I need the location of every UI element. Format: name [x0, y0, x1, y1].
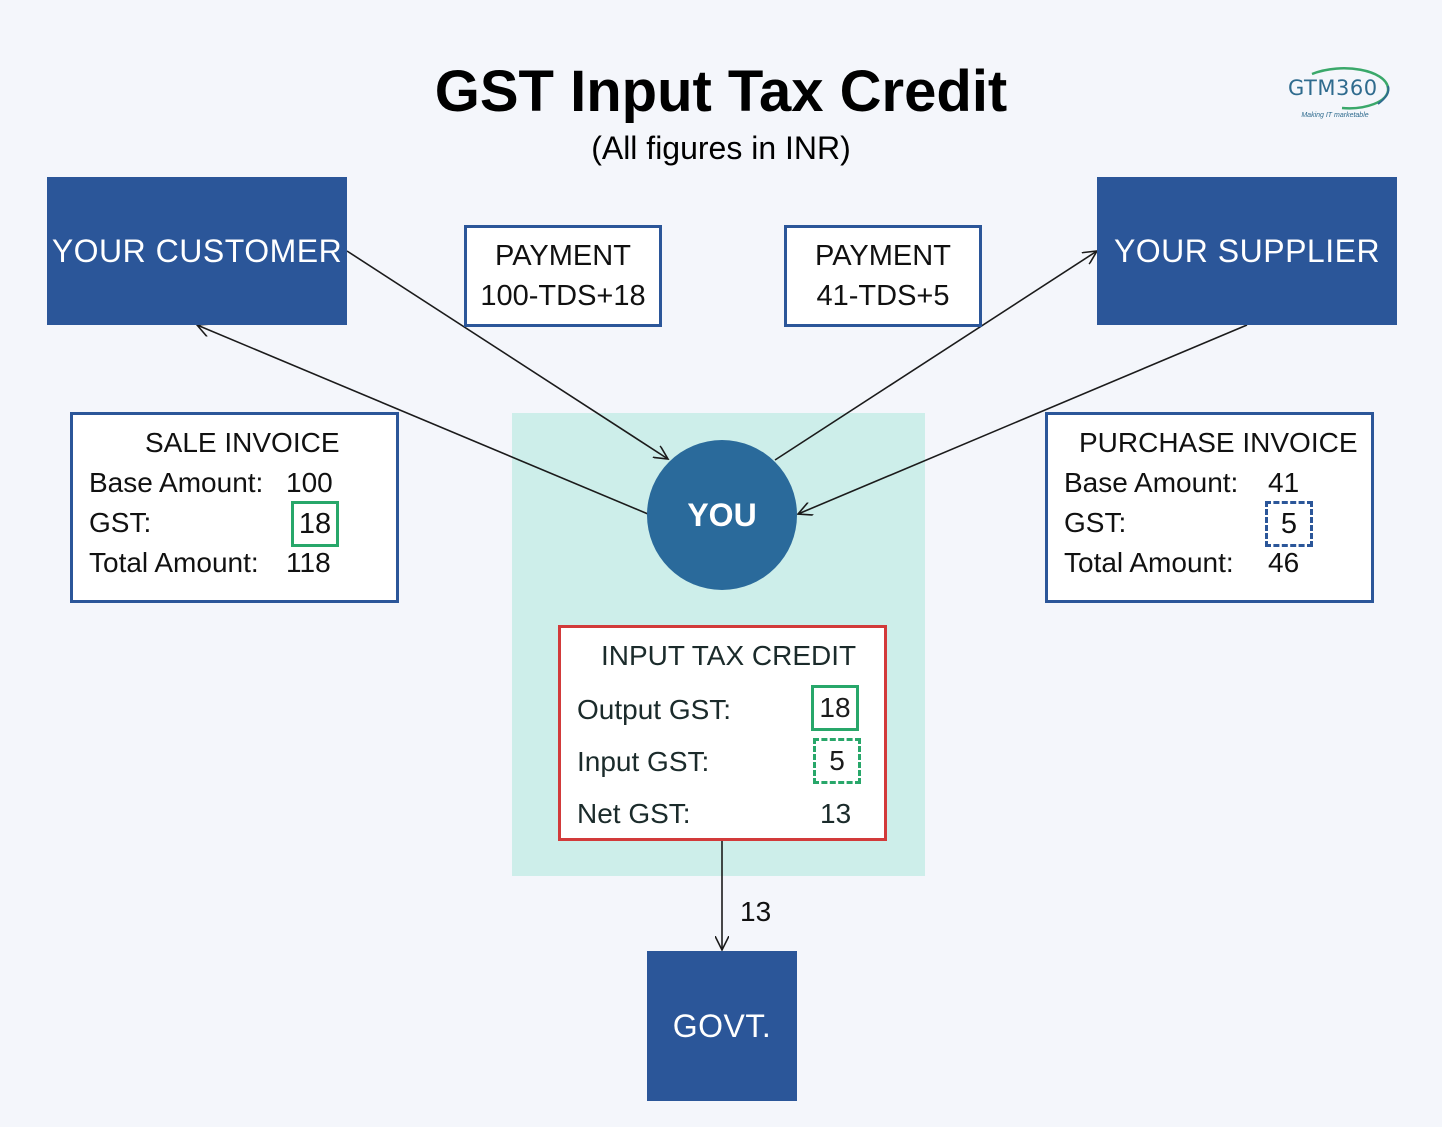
logo-tagline: Making IT marketable [1301, 112, 1369, 119]
sale-invoice-title: SALE INVOICE [145, 427, 340, 458]
sale-total-value: 118 [286, 547, 331, 578]
input-gst-value: 5 [829, 745, 845, 776]
net-gst-value: 13 [820, 798, 852, 829]
payment-box-supplier: PAYMENT 41-TDS+5 [784, 225, 982, 327]
sale-base-value: 100 [286, 467, 333, 498]
page-title: GST Input Tax Credit [434, 59, 1008, 124]
invoice-arrow-you-to-customer [197, 325, 649, 515]
output-gst-value: 18 [819, 692, 851, 723]
purchase-gst-highlight: 5 [1265, 501, 1313, 547]
purchase-invoice-box: PURCHASE INVOICE Base Amount: 41 GST: 5 … [1045, 412, 1374, 603]
input-gst-label: Input GST: [577, 746, 710, 777]
purchase-base-value: 41 [1268, 467, 1300, 498]
payment-arrow-you-to-supplier [774, 251, 1097, 461]
input-tax-credit-box: INPUT TAX CREDIT Output GST: 18 Input GS… [558, 625, 887, 841]
itc-title: INPUT TAX CREDIT [601, 640, 857, 671]
page-subtitle: (All figures in INR) [591, 130, 851, 166]
logo-wordmark: GTM360 [1288, 76, 1378, 100]
payment-amount: 41-TDS+5 [816, 280, 950, 312]
invoice-arrow-supplier-to-you [798, 324, 1248, 514]
sale-gst-label: GST: [89, 507, 152, 538]
net-gst-label: Net GST: [577, 798, 691, 829]
purchase-base-label: Base Amount: [1064, 467, 1239, 498]
govt-box: GOVT. [647, 951, 797, 1101]
payment-box-customer: PAYMENT 100-TDS+18 [464, 225, 662, 327]
sale-gst-highlight: 18 [291, 501, 339, 547]
company-logo: GTM360 Making IT marketable [1282, 60, 1392, 126]
purchase-total-label: Total Amount: [1064, 547, 1234, 578]
purchase-total-value: 46 [1268, 547, 1300, 578]
payment-amount: 100-TDS+18 [480, 280, 646, 312]
sale-total-label: Total Amount: [89, 547, 259, 578]
purchase-invoice-title: PURCHASE INVOICE [1079, 427, 1358, 458]
input-gst-highlight: 5 [813, 738, 861, 784]
output-gst-label: Output GST: [577, 694, 732, 725]
govt-payment-amount: 13 [740, 896, 772, 927]
payment-label: PAYMENT [815, 240, 951, 272]
sale-base-label: Base Amount: [89, 467, 264, 498]
you-node: YOU [647, 440, 797, 590]
output-gst-highlight: 18 [811, 685, 859, 731]
your-customer-box: YOUR CUSTOMER [47, 177, 347, 325]
sale-gst-value: 18 [298, 507, 332, 540]
sale-invoice-box: SALE INVOICE Base Amount: 100 GST: 18 To… [70, 412, 399, 603]
purchase-gst-label: GST: [1064, 507, 1127, 538]
payment-arrow-customer-to-you [346, 250, 668, 459]
payment-label: PAYMENT [495, 240, 631, 272]
logo-swoosh-icon [1311, 67, 1390, 110]
your-supplier-box: YOUR SUPPLIER [1097, 177, 1397, 325]
purchase-gst-value: 5 [1280, 507, 1298, 540]
